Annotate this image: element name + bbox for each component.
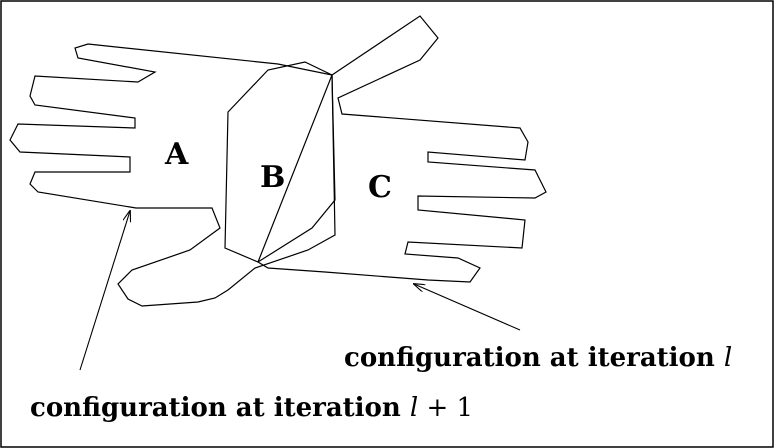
arrow-iteration-l-plus-1 <box>79 211 130 371</box>
region-label-a: A <box>164 137 189 172</box>
caption-iteration-l-plus-1: configuration at iteration l + 1 <box>30 393 473 423</box>
left-hand-shape <box>9 43 336 307</box>
configuration-l-outline <box>257 15 547 283</box>
region-label-c: C <box>368 170 392 205</box>
center-hexagon-shape <box>224 61 336 263</box>
arrow-iteration-l <box>414 284 521 331</box>
configuration-l-plus-1-outline <box>9 43 336 307</box>
region-label-b: B <box>260 160 285 195</box>
caption-iteration-l: configuration at iteration l <box>344 343 732 373</box>
right-hand-shape <box>257 15 547 283</box>
